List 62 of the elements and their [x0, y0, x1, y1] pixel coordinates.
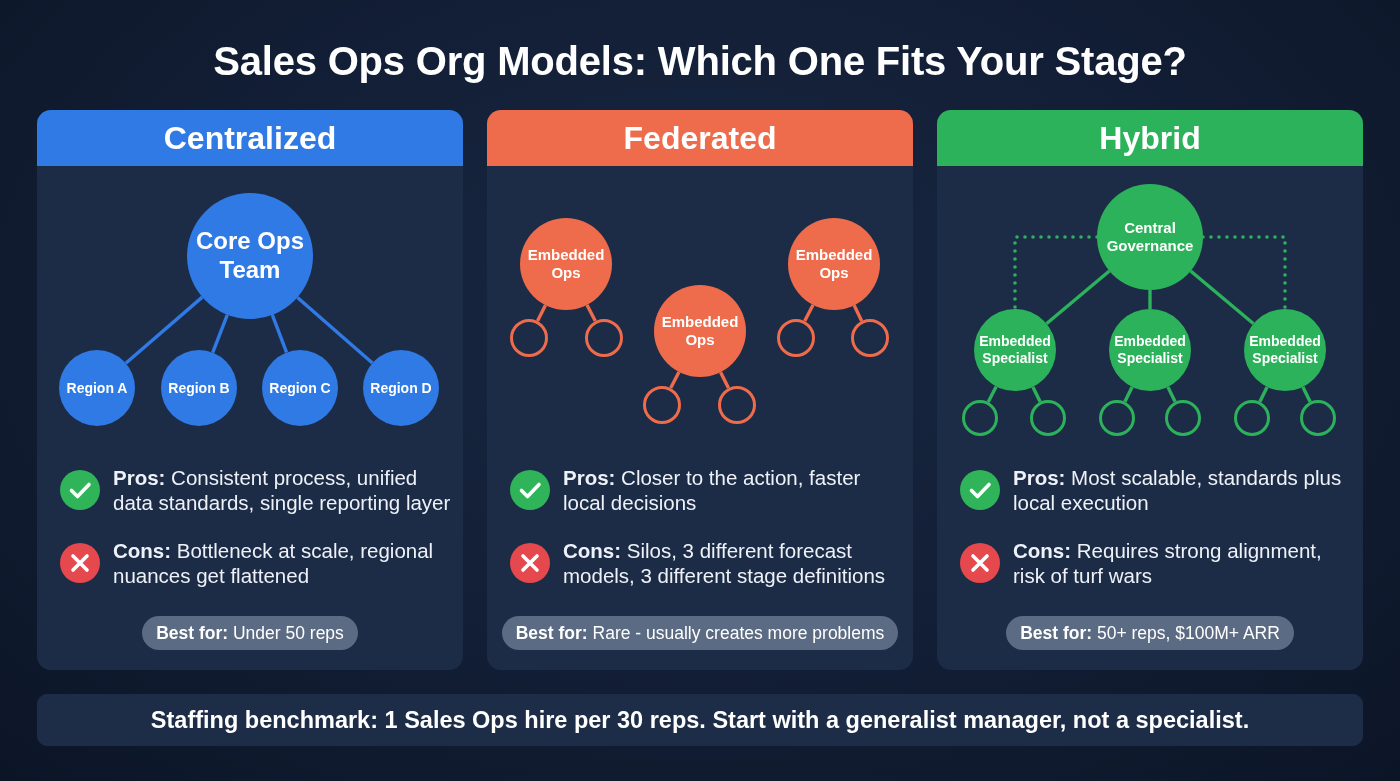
- governance-node: Central Governance: [1097, 184, 1203, 290]
- panel-header: Centralized: [37, 110, 463, 166]
- connector-line: [1258, 386, 1269, 403]
- connector-line: [270, 314, 289, 354]
- connector-line: [719, 371, 731, 389]
- pros-text: Pros: Most scalable, standards plus local execution: [1013, 465, 1343, 515]
- member-circle: [1300, 400, 1336, 436]
- connector-line: [852, 304, 864, 322]
- connector-line: [1031, 386, 1042, 403]
- team-node: Embedded Specialist: [1244, 309, 1326, 391]
- connector-line: [1301, 386, 1312, 403]
- connector-line: [585, 304, 597, 322]
- member-circle: [1234, 400, 1270, 436]
- connector-line: [1166, 386, 1177, 403]
- cons-text: Cons: Requires strong alignment, risk of turf wars: [1013, 538, 1323, 588]
- connector-line: [803, 304, 815, 322]
- member-circle: [1165, 400, 1201, 436]
- model-panel: [37, 110, 463, 670]
- member-circle: [777, 319, 815, 357]
- best-fit-note: Best for: 50+ reps, $100M+ ARR: [1006, 616, 1294, 650]
- pros-text: Pros: Closer to the action, faster local decisions: [563, 465, 862, 515]
- team-node: Embedded Ops: [654, 285, 746, 377]
- team-node: Region C: [262, 350, 338, 426]
- team-node: Region A: [59, 350, 135, 426]
- team-node: Region B: [161, 350, 237, 426]
- team-node: Embedded Ops: [788, 218, 880, 310]
- model-panel: [487, 110, 913, 670]
- best-fit-note: Best for: Under 50 reps: [142, 616, 358, 650]
- member-circle: [1099, 400, 1135, 436]
- connector-line: [1148, 290, 1152, 309]
- cons-text: Cons: Silos, 3 different forecast models, 3 different stage definitions: [563, 538, 887, 588]
- page-title: Sales Ops Org Models: Which One Fits Your Stage?: [213, 38, 1187, 85]
- connector-line: [1045, 269, 1111, 325]
- connector-line: [124, 295, 204, 365]
- connector-line: [535, 304, 547, 322]
- connector-line: [211, 314, 229, 354]
- team-node: Embedded Specialist: [974, 309, 1056, 391]
- member-circle: [585, 319, 623, 357]
- member-circle: [718, 386, 756, 424]
- pros-text: Pros: Consistent process, unified data standards, single reporting layer: [113, 465, 452, 515]
- connector-line: [296, 296, 374, 365]
- team-node: Embedded Ops: [520, 218, 612, 310]
- panel-header: Federated: [487, 110, 913, 166]
- connector-line: [669, 371, 681, 389]
- cons-text: Cons: Bottleneck at scale, regional nuances get flattened: [113, 538, 435, 588]
- best-fit-note: Best for: Rare - usually creates more problems: [501, 616, 899, 650]
- connector-line: [986, 385, 998, 403]
- connector-line: [1123, 386, 1134, 403]
- member-circle: [643, 386, 681, 424]
- core-team-node: Core Ops Team: [187, 193, 313, 319]
- model-panel: [937, 110, 1363, 670]
- team-node: Embedded Specialist: [1109, 309, 1191, 391]
- dotted-connector: [1201, 235, 1287, 311]
- connector-line: [1189, 269, 1255, 325]
- benchmark-banner: Staffing benchmark: 1 Sales Ops hire per 30 reps. Start with a generalist manager, not a specialist.: [37, 694, 1363, 746]
- team-node: Region D: [363, 350, 439, 426]
- member-circle: [962, 400, 998, 436]
- member-circle: [1030, 400, 1066, 436]
- member-circle: [851, 319, 889, 357]
- member-circle: [510, 319, 548, 357]
- panel-header: Hybrid: [937, 110, 1363, 166]
- dotted-connector: [1013, 235, 1099, 311]
